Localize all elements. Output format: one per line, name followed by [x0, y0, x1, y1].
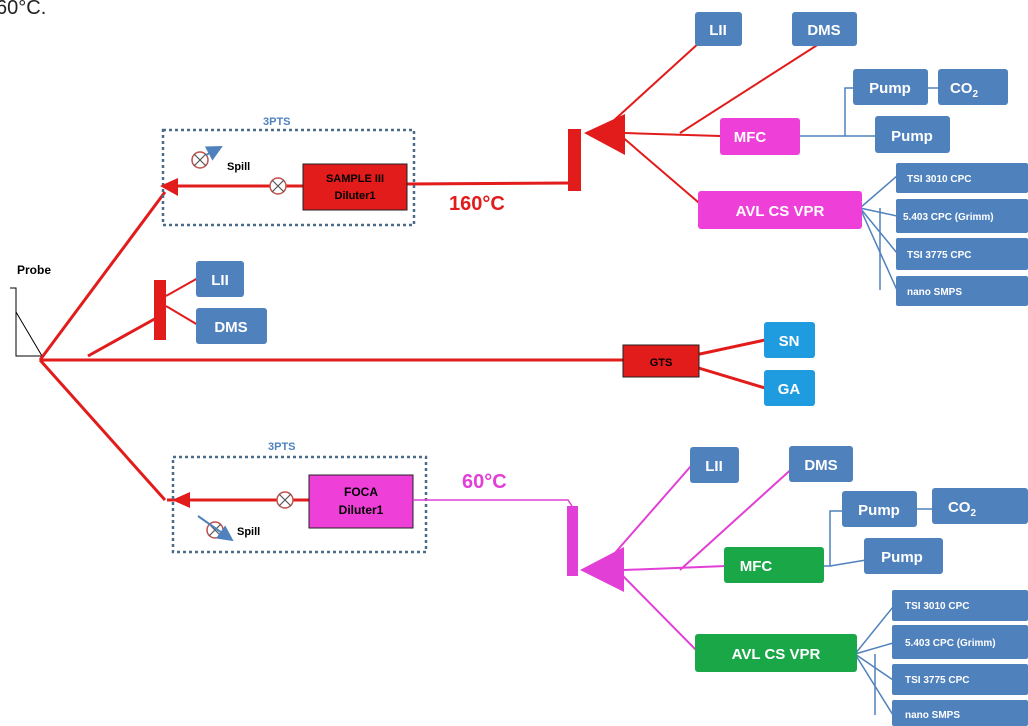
lower-counter-3 [892, 664, 1028, 695]
lower-counter-2 [892, 625, 1028, 659]
middle-lii-box [196, 261, 244, 297]
upper-counter-3 [896, 238, 1028, 270]
probe-shape [10, 287, 43, 357]
hot-lines [38, 181, 766, 502]
lower-lii-label: LII [705, 458, 723, 475]
foca-line1: FOCA [344, 485, 378, 499]
upper-counter-2-label: 5.403 CPC (Grimm) [903, 212, 994, 223]
middle-manifold-bar [154, 280, 166, 340]
upper-pump1-box [853, 69, 928, 105]
upper-manifold-cone [584, 114, 625, 155]
lower-manifold-cone [580, 547, 624, 592]
lower-co2-box [932, 488, 1028, 524]
upper-counter-1 [896, 163, 1028, 193]
upper-counter-1-label: TSI 3010 CPC [907, 174, 971, 185]
upper-dms-label: DMS [807, 22, 840, 39]
upper-pump2-box [875, 116, 950, 153]
sample-iii-line2: Diluter1 [335, 190, 376, 202]
middle-dms-label: DMS [214, 319, 247, 336]
upper-pump1-label: Pump [869, 80, 911, 97]
upper-counter-3-label: TSI 3775 CPC [907, 250, 971, 261]
lower-lii-box [690, 447, 739, 483]
lower-vpr-box [695, 634, 857, 672]
upper-lii-box [695, 12, 742, 46]
upper-manifold-bar [568, 129, 581, 191]
ga-box [764, 370, 815, 406]
lower-counter-4 [892, 700, 1028, 726]
lower-counter-1-label: TSI 3010 CPC [905, 601, 969, 612]
upper-counter-4-label: nano SMPS [907, 287, 962, 298]
upper-vpr-box [698, 191, 862, 229]
middle-dms-box [196, 308, 267, 344]
upper-mfc-box [720, 118, 800, 155]
lower-arrowhead [172, 492, 190, 508]
upper-dms-box [792, 12, 857, 46]
lower-manifold-bar [567, 506, 578, 576]
lower-warm-line [413, 499, 573, 507]
upper-arrowhead [160, 178, 178, 196]
lower-spill-label: Spill [237, 526, 260, 538]
lower-co2-label: CO2 [948, 499, 977, 519]
upper-pump2-label: Pump [891, 128, 933, 145]
ga-label: GA [778, 381, 801, 398]
foca-diluter-box [308, 474, 414, 529]
gts-box [622, 344, 700, 378]
upper-co2-label: CO2 [950, 80, 979, 100]
sn-label: SN [779, 333, 800, 350]
lower-pump1-box [842, 491, 917, 527]
lower-counter-2-label: 5.403 CPC (Grimm) [905, 638, 996, 649]
upper-3pts-box [161, 128, 416, 227]
lower-counter-3-label: TSI 3775 CPC [905, 675, 969, 686]
upper-counter-2 [896, 199, 1028, 233]
lower-pump2-box [864, 538, 943, 574]
lower-dms-label: DMS [804, 457, 837, 474]
lower-counter-4-label: nano SMPS [905, 710, 960, 721]
lower-dms-box [789, 446, 853, 482]
sn-box [764, 322, 815, 358]
lower-pump1-label: Pump [858, 502, 900, 519]
upper-spill-label: Spill [227, 161, 250, 173]
lower-counter-1 [892, 590, 1028, 621]
lower-pump2-label: Pump [881, 549, 923, 566]
upper-co2-box [938, 69, 1008, 105]
lower-3pts-label: 3PTS [268, 441, 296, 453]
lower-mfc-box [724, 547, 824, 583]
upper-temperature: 160°C [449, 193, 505, 215]
upper-vpr-label: AVL CS VPR [736, 203, 825, 220]
lower-vpr-label: AVL CS VPR [732, 646, 821, 663]
middle-lii-label: LII [211, 272, 229, 289]
foca-line2: Diluter1 [339, 503, 384, 517]
gts-label: GTS [650, 357, 673, 369]
upper-lii-label: LII [709, 22, 727, 39]
top-fragment-text: 60°C. [0, 0, 46, 19]
upper-3pts-label: 3PTS [263, 116, 291, 128]
lower-3pts-box [171, 455, 428, 554]
sample-iii-line1: SAMPLE III [326, 173, 384, 185]
lower-temperature: 60°C [462, 471, 507, 493]
upper-counter-4 [896, 276, 1028, 306]
lower-mfc-label: MFC [740, 558, 773, 575]
probe-label: Probe [17, 263, 51, 277]
sample-iii-diluter-box [302, 163, 408, 211]
upper-mfc-label: MFC [734, 129, 767, 146]
